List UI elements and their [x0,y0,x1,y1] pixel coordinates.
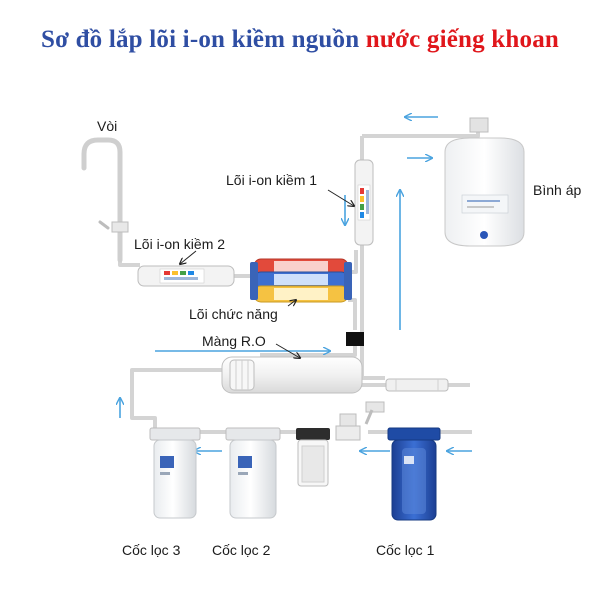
label-ro-membrane: Màng R.O [202,333,266,349]
ro-membrane-housing [221,356,363,394]
alkaline-filter-2 [137,265,235,287]
label-filter-cup-3: Cốc lọc 3 [122,542,181,558]
filter-cup-2 [225,427,281,519]
label-filter-cup-2: Cốc lọc 2 [212,542,271,558]
title-part-red: nước giếng khoan [365,26,559,53]
pointer-alkaline-2 [180,250,197,264]
pipe-ro-top [260,345,357,357]
flow-restrictor [385,378,449,392]
pointer-alkaline-1 [327,189,354,206]
sediment-housing [296,428,330,487]
pipe-below-filter1 [360,242,385,380]
pipe-top-to-tank [362,128,480,138]
filter-cup-3 [149,427,201,519]
pressure-tank [444,117,525,247]
functional-filters [250,258,352,303]
alkaline-filter-1 [354,159,374,246]
diagram-title: Sơ đồ lắp lõi i-on kiềm nguồn nước giếng… [0,26,600,54]
pipe-ro-loop [130,368,225,428]
pipe-functional-down [348,298,357,330]
filter-cup-1 [387,427,441,521]
label-faucet: Vòi [97,118,118,134]
label-alkaline-filter-2: Lõi i-on kiềm 2 [134,236,226,252]
pointer-lines [180,189,354,358]
pointer-ro [275,343,300,358]
label-functional-filters: Lõi chức năng [189,306,278,322]
check-valve [346,332,364,346]
label-filter-cup-1: Cốc lọc 1 [376,542,435,558]
pointer-functional [287,300,296,306]
label-pressure-tank: Bình áp [533,182,582,198]
flow-arrows [120,117,472,451]
label-alkaline-filter-1: Lõi i-on kiềm 1 [226,172,318,188]
faucet [81,137,129,263]
ball-valve [335,401,385,441]
title-part-blue: Sơ đồ lắp lõi i-on kiềm nguồn [40,26,360,53]
